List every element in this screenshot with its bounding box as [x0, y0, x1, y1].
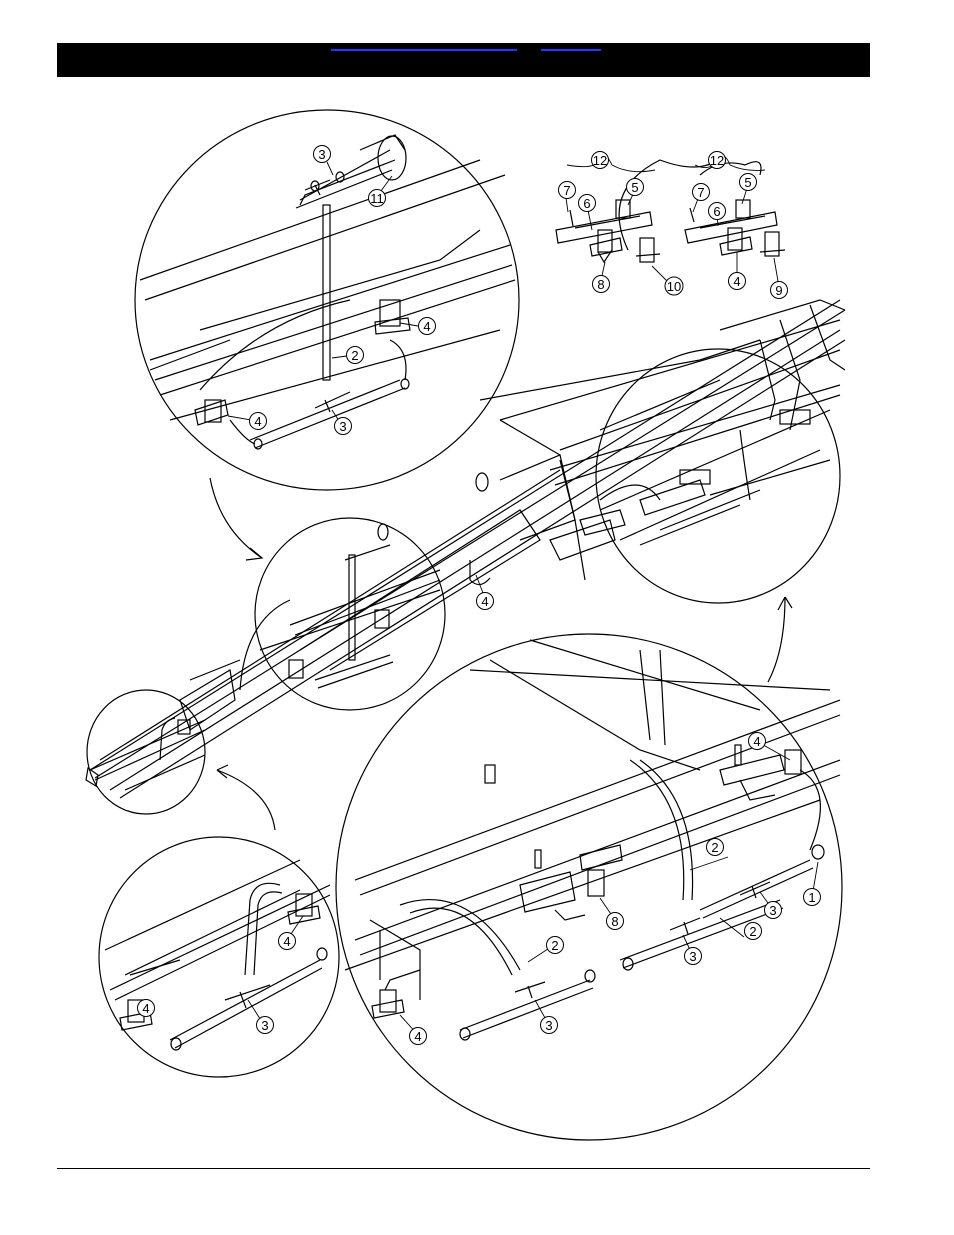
svg-text:8: 8: [597, 277, 604, 292]
svg-text:3: 3: [689, 949, 696, 964]
callout-4: 4: [249, 412, 267, 430]
callout-4: 4: [278, 932, 296, 950]
callout-12: 12: [591, 151, 609, 169]
callout-10: 10: [664, 276, 684, 296]
svg-text:2: 2: [749, 924, 756, 939]
svg-text:12: 12: [593, 153, 607, 168]
callout-2: 2: [744, 922, 762, 940]
detail-circle-right: [499, 319, 841, 604]
detail-circle-bottom-left: [98, 836, 340, 1078]
header-bar: [57, 43, 870, 77]
callout-7: 7: [558, 181, 576, 199]
callout-2: 2: [706, 838, 724, 856]
svg-text:3: 3: [261, 1018, 268, 1033]
callout-8: 8: [606, 912, 624, 930]
callout-3: 3: [313, 145, 331, 163]
svg-text:12: 12: [710, 153, 724, 168]
detail-circle-top-left: [134, 109, 520, 491]
svg-text:3: 3: [318, 147, 325, 162]
callout-11: 11: [368, 189, 386, 207]
svg-text:7: 7: [563, 183, 570, 198]
callout-8: 8: [592, 275, 610, 293]
svg-text:3: 3: [339, 419, 346, 434]
svg-text:6: 6: [583, 196, 590, 211]
callout-3: 3: [540, 1016, 558, 1034]
callout-3: 3: [684, 947, 702, 965]
svg-text:4: 4: [481, 594, 488, 609]
callout-balloons: 3 11 4 2 3 4 12 7 6 5 8 10 12 7 6 5 4 9 …: [137, 145, 821, 1045]
detail-circle-bottom-right: [335, 633, 843, 1141]
svg-text:8: 8: [611, 914, 618, 929]
callout-4: 4: [137, 999, 155, 1017]
svg-text:2: 2: [551, 938, 558, 953]
svg-text:4: 4: [423, 319, 430, 334]
svg-text:4: 4: [142, 1001, 149, 1016]
nozzle-body-group-left: [555, 157, 721, 264]
svg-text:5: 5: [744, 175, 751, 190]
callout-3: 3: [334, 417, 352, 435]
nozzle-body-group-right: [684, 161, 786, 257]
curved-arrows: [209, 477, 793, 831]
callout-9: 9: [770, 281, 788, 299]
callout-12: 12: [708, 151, 726, 169]
svg-text:5: 5: [631, 180, 638, 195]
svg-text:2: 2: [351, 348, 358, 363]
svg-text:4: 4: [254, 414, 261, 429]
callout-4: 4: [418, 317, 436, 335]
callout-5: 5: [739, 173, 757, 191]
callout-4: 4: [409, 1027, 427, 1045]
header-link-1[interactable]: [331, 43, 517, 51]
callout-5: 5: [626, 178, 644, 196]
callout-3: 3: [764, 901, 782, 919]
footer-rule: [57, 1168, 870, 1169]
svg-text:4: 4: [733, 274, 740, 289]
svg-text:11: 11: [370, 191, 384, 206]
svg-text:4: 4: [283, 934, 290, 949]
callout-4: 4: [728, 272, 746, 290]
callout-4: 4: [748, 732, 766, 750]
header-link-2[interactable]: [541, 43, 601, 51]
detail-circle-small-left: [86, 689, 206, 815]
detail-circle-center: [239, 517, 446, 711]
svg-text:7: 7: [697, 185, 704, 200]
main-boom: [85, 299, 846, 799]
svg-text:4: 4: [753, 734, 760, 749]
callout-2: 2: [346, 346, 364, 364]
callout-6: 6: [578, 194, 596, 212]
callout-4: 4: [476, 592, 494, 610]
svg-text:4: 4: [414, 1029, 421, 1044]
svg-text:9: 9: [775, 283, 782, 298]
svg-text:3: 3: [769, 903, 776, 918]
callout-1: 1: [803, 888, 821, 906]
callout-2: 2: [546, 936, 564, 954]
callout-3: 3: [256, 1016, 274, 1034]
svg-text:10: 10: [667, 279, 681, 294]
svg-text:2: 2: [711, 840, 718, 855]
svg-text:1: 1: [808, 890, 815, 905]
svg-text:6: 6: [713, 204, 720, 219]
callout-7: 7: [692, 183, 710, 201]
svg-text:3: 3: [545, 1018, 552, 1033]
callout-6: 6: [708, 202, 726, 220]
